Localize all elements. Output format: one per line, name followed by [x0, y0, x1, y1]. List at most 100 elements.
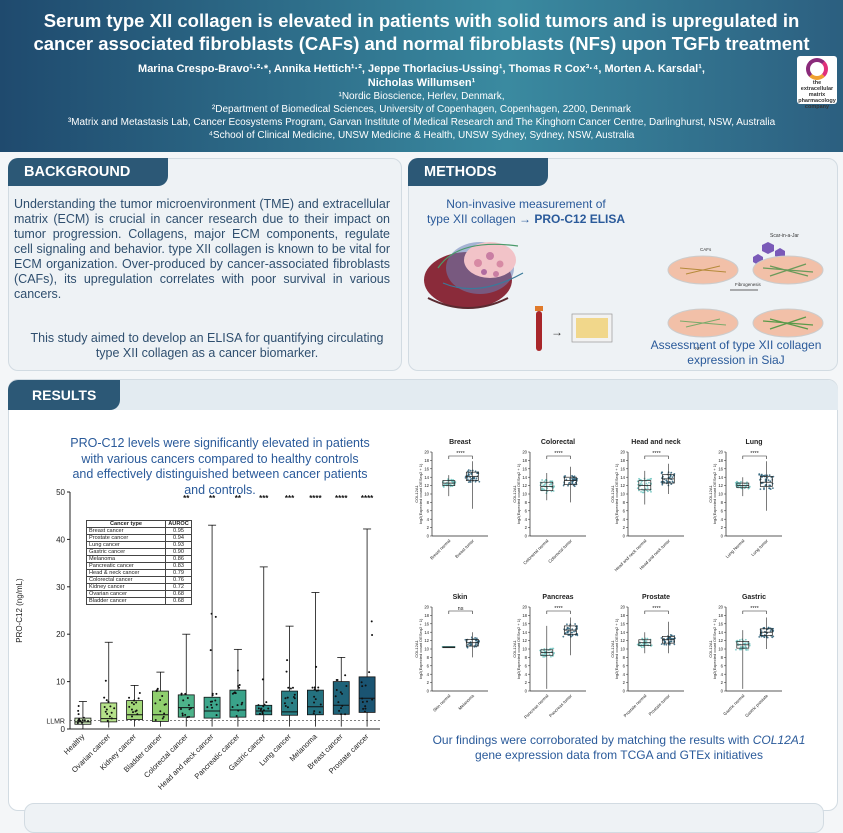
panel-data-point [660, 481, 663, 484]
data-point [130, 708, 133, 711]
panel-y-label: log2(Expected count DESeq2 + 1) [516, 618, 521, 679]
logo-ring-icon [806, 58, 828, 80]
panel-y-tick-label: 16 [620, 621, 625, 626]
panel-y-tick-label: 6 [721, 508, 724, 513]
panel-y-label: log2(Expected count DESeq2 + 1) [712, 463, 717, 524]
data-point [188, 715, 191, 718]
title-line-1: Serum type XII collagen is elevated in p… [43, 10, 800, 31]
data-point [162, 715, 165, 718]
panel-data-point [562, 484, 565, 487]
methods-title: METHODS [408, 158, 548, 186]
panel-data-point [475, 637, 478, 640]
background-title: BACKGROUND [8, 158, 168, 186]
panel-y-label: COL12A1 [708, 484, 713, 502]
panel-x-label: Pancreas normal [523, 693, 550, 720]
table-cell: 0.90 [165, 548, 192, 556]
panel-data-point [645, 482, 648, 485]
panel-y-tick-label: 4 [623, 672, 626, 677]
data-point [186, 696, 189, 699]
data-point [335, 688, 338, 691]
panel-y-tick-label: 20 [620, 605, 625, 610]
panel-data-point [745, 648, 747, 651]
data-point [110, 711, 113, 714]
box-healthy [74, 717, 92, 725]
panel-y-tick-label: 20 [424, 605, 429, 610]
panel-data-point [668, 481, 671, 483]
panel-data-point [571, 634, 574, 637]
panel-title: Breast [449, 439, 471, 446]
significance-label: ** [183, 494, 190, 503]
panel-y-tick-label: 10 [718, 647, 723, 652]
data-point [370, 620, 373, 623]
panel-significance: **** [750, 451, 759, 457]
table-cell: 0.68 [165, 597, 192, 605]
panel-data-point [648, 478, 651, 481]
data-point [366, 700, 369, 703]
panel-data-point [660, 643, 663, 646]
panel-y-tick-label: 6 [427, 663, 430, 668]
significance-label: *** [285, 494, 295, 503]
sig-bracket [546, 610, 571, 614]
panel-data-point [648, 481, 650, 484]
panel-y-tick-label: 20 [718, 450, 723, 455]
data-point [214, 699, 217, 702]
panel-title: Colorectal [541, 439, 575, 446]
data-point [211, 706, 214, 709]
panel-data-point [647, 478, 649, 481]
panel-significance: **** [652, 451, 661, 457]
data-point [104, 679, 107, 682]
data-point [314, 698, 317, 701]
panel-data-point [568, 627, 571, 630]
panel-data-point [670, 634, 673, 637]
data-point [181, 712, 184, 715]
panel-data-point [640, 481, 643, 483]
gene-name: COL12A1 [752, 733, 806, 747]
table-cell: 0.86 [165, 555, 192, 563]
sig-bracket [742, 610, 767, 614]
panel-y-tick-label: 8 [623, 500, 626, 505]
panel-y-tick-label: 2 [525, 525, 528, 530]
data-point [163, 712, 166, 715]
company-logo: the extracellular matrix pharmacology co… [797, 56, 837, 110]
table-cell: Kidney cancer [86, 583, 166, 591]
panel-data-point [470, 473, 473, 476]
panel-data-point [472, 477, 475, 480]
authors-line-2: Nicholas Willumsen¹ [367, 77, 476, 89]
data-point [134, 710, 137, 713]
table-header-auroc: AUROC [165, 520, 192, 528]
panel-data-point [468, 642, 471, 645]
panel-y-tick-label: 8 [525, 655, 528, 660]
panel-significance: ns [458, 606, 464, 612]
panel-y-tick-label: 12 [424, 483, 429, 488]
panel-data-point [669, 476, 671, 478]
panel-x-label: Lung tumor [750, 538, 769, 557]
panel-y-tick-label: 14 [522, 475, 527, 480]
panel-data-point [763, 636, 766, 639]
fibrogenesis-label: Fibrogenesis [735, 282, 762, 287]
panel-data-point [639, 482, 642, 485]
data-point [361, 685, 364, 688]
data-point [187, 704, 190, 707]
panel-title: Head and neck [631, 439, 681, 446]
panel-y-tick-label: 20 [522, 605, 527, 610]
panel-x-label: Pancreas tumor [548, 693, 573, 718]
box-bladder-cancer [152, 690, 169, 722]
data-point [312, 712, 315, 715]
significance-label: **** [309, 494, 322, 503]
background-card [8, 158, 402, 371]
data-point [211, 694, 214, 697]
panel-data-point [466, 478, 469, 481]
panel-y-tick-label: 16 [522, 466, 527, 471]
data-point [78, 718, 81, 721]
panel-y-tick-label: 6 [427, 508, 430, 513]
panel-data-point [638, 477, 640, 480]
table-cell: Breast cancer [86, 527, 166, 535]
panel-data-point [768, 484, 771, 487]
data-point [107, 700, 110, 703]
panel-data-point [766, 476, 769, 479]
panel-y-tick-label: 2 [427, 680, 430, 685]
data-point [291, 686, 294, 689]
